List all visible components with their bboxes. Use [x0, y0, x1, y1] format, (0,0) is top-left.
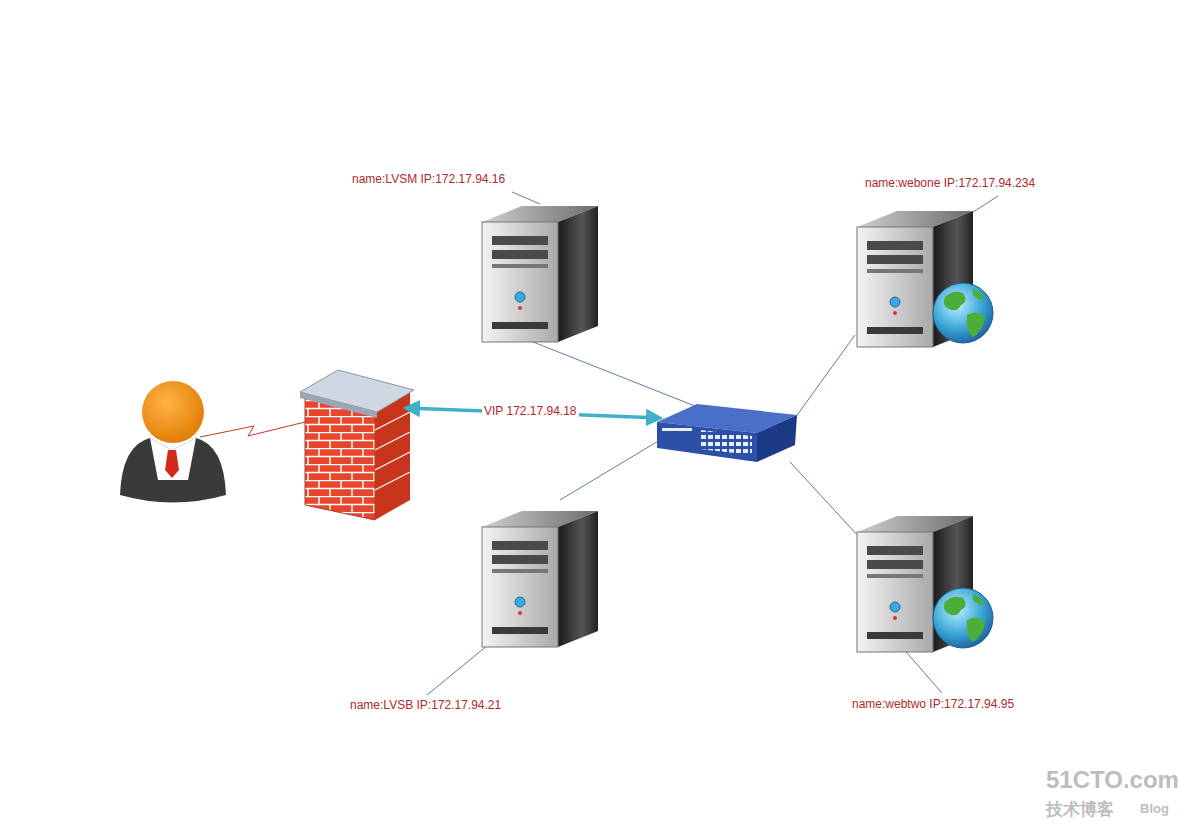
firewall-icon — [300, 370, 414, 520]
user-icon — [120, 381, 226, 503]
web-globe — [933, 588, 993, 648]
server-label: name:LVSB IP:172.17.94.21 — [350, 698, 501, 712]
watermark: Blog — [1140, 801, 1169, 816]
server-icon — [478, 505, 623, 650]
server-node: name:webtwo IP:172.17.94.95 — [853, 510, 998, 655]
server-label: name:LVSM IP:172.17.94.16 — [352, 172, 505, 186]
server-icon — [853, 205, 998, 350]
watermark: 51CTO.com — [1046, 766, 1179, 794]
server-label: name:webtwo IP:172.17.94.95 — [852, 697, 1014, 711]
server-label: name:webone IP:172.17.94.234 — [865, 176, 1035, 190]
web-globe — [933, 283, 993, 343]
server-icon — [478, 200, 623, 345]
server-node: name:webone IP:172.17.94.234 — [853, 205, 998, 350]
network-wires — [427, 192, 998, 695]
switch-icon — [657, 404, 797, 462]
link-bolt — [200, 422, 305, 437]
server-node: name:LVSM IP:172.17.94.16 — [478, 200, 623, 345]
server-icon — [853, 510, 998, 655]
server-node: name:LVSB IP:172.17.94.21 — [478, 505, 623, 650]
vip-label: VIP 172.17.94.18 — [482, 404, 579, 418]
watermark: 技术博客 — [1046, 798, 1114, 821]
